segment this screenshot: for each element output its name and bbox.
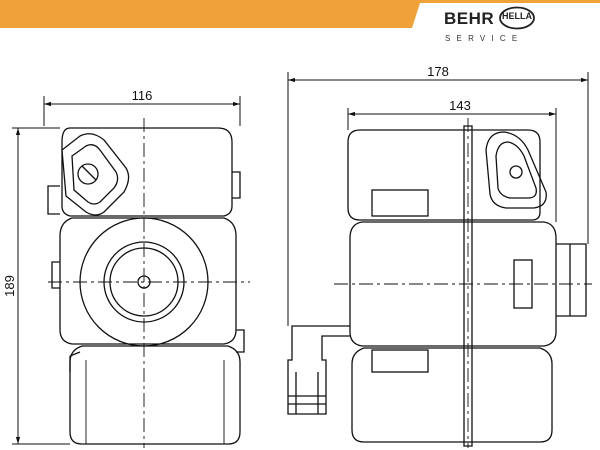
side-middle-body (349, 221, 557, 347)
front-filler-neck (61, 133, 130, 216)
front-height-dimension (12, 127, 70, 445)
banner-stripe (0, 0, 600, 28)
front-hook (69, 351, 81, 372)
front-middle-chamber (59, 217, 237, 345)
front-lower-chamber (69, 345, 241, 445)
front-filler-cap (77, 163, 99, 185)
side-overall-dimension (287, 72, 589, 326)
brand-hella-text: HELLA (502, 11, 532, 21)
side-mount-upper (371, 189, 429, 217)
brand-behr-text: BEHR (444, 9, 495, 28)
side-view (287, 118, 592, 448)
dim-side-overall: 178 (427, 64, 449, 79)
dim-front-width: 116 (132, 88, 153, 103)
brand-service-text: SERVICE (445, 34, 524, 43)
side-upper-body (347, 129, 541, 221)
side-filler-neck (485, 131, 547, 209)
front-right-clip-lower (236, 329, 245, 353)
front-upper-chamber (61, 127, 233, 217)
front-left-clip (47, 185, 60, 215)
front-view (47, 118, 250, 448)
side-body-dimension (347, 108, 557, 222)
front-filler-neck-inner (71, 144, 119, 205)
front-right-clip (232, 171, 241, 199)
dim-side-body: 143 (449, 98, 471, 113)
side-filler-cap (509, 165, 523, 179)
side-right-fitting (556, 243, 587, 317)
front-width-dimension (43, 96, 241, 126)
front-left-clip-lower (51, 261, 60, 289)
header-banner (0, 0, 600, 28)
side-mount-lower (371, 349, 429, 373)
side-lower-body (351, 347, 553, 443)
brand-logo: BEHR HELLA SERVICE (438, 6, 588, 46)
side-filler-neck-inner (495, 141, 537, 199)
dim-front-height: 189 (2, 275, 17, 297)
hella-oval-icon (499, 6, 535, 30)
side-hose-outlet (287, 325, 350, 415)
side-strap (463, 125, 473, 447)
